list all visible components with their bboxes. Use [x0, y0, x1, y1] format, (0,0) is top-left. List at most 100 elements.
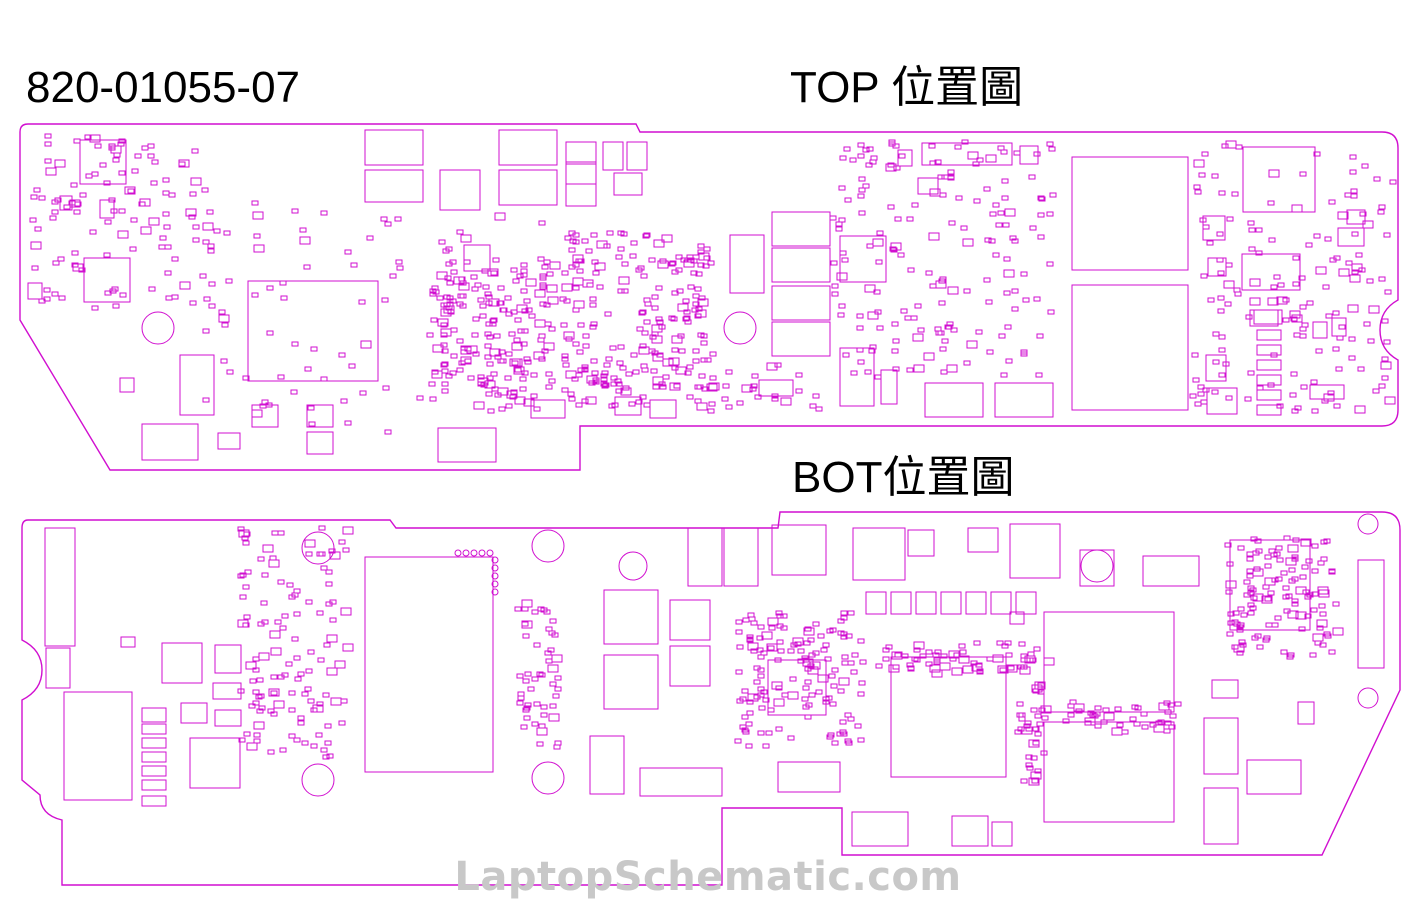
passive-component: [694, 286, 702, 292]
passive-component: [484, 354, 492, 360]
passive-component: [1324, 236, 1332, 242]
passive-component: [279, 625, 287, 631]
passive-component: [804, 626, 812, 632]
passive-component: [577, 258, 585, 264]
passive-component: [838, 303, 846, 309]
passive-component: [992, 654, 1004, 663]
passive-component: [257, 556, 265, 562]
passive-component: [148, 286, 156, 292]
passive-component: [1157, 719, 1165, 725]
passive-component: [839, 719, 847, 725]
passive-component: [1020, 778, 1028, 784]
passive-component: [1131, 704, 1139, 710]
passive-component: [524, 702, 532, 708]
passive-component: [1031, 726, 1039, 732]
ic-package: [603, 589, 659, 645]
passive-component: [1349, 154, 1357, 160]
passive-component: [288, 733, 296, 739]
passive-component: [1040, 750, 1048, 756]
passive-component: [277, 530, 285, 536]
passive-component: [837, 688, 845, 694]
passive-component: [543, 342, 555, 351]
passive-component: [830, 683, 838, 689]
passive-component: [622, 385, 630, 391]
passive-component: [514, 367, 522, 373]
passive-component: [683, 309, 691, 315]
passive-component: [577, 367, 585, 373]
passive-component: [490, 270, 498, 276]
passive-component: [651, 335, 663, 344]
passive-component: [572, 307, 580, 313]
passive-component: [1332, 601, 1340, 607]
passive-component: [1037, 234, 1045, 240]
passive-component: [436, 295, 444, 301]
passive-component: [953, 652, 961, 658]
passive-component: [251, 292, 259, 298]
passive-component: [237, 619, 249, 628]
passive-component: [207, 243, 215, 249]
passive-component: [226, 369, 234, 375]
passive-component: [307, 405, 315, 411]
passive-component: [1004, 324, 1012, 330]
passive-component: [299, 236, 311, 245]
passive-component: [1314, 640, 1322, 646]
passive-component: [140, 226, 152, 235]
passive-component: [1249, 278, 1261, 287]
passive-component: [30, 241, 42, 250]
passive-component: [825, 695, 833, 701]
passive-component: [301, 691, 309, 697]
passive-component: [1285, 557, 1297, 566]
passive-component: [815, 689, 823, 695]
passive-component: [572, 232, 580, 238]
passive-component: [872, 238, 884, 247]
passive-component: [831, 291, 839, 297]
passive-component: [847, 660, 855, 666]
passive-component: [1211, 173, 1219, 179]
passive-component: [358, 299, 366, 305]
passive-component: [537, 256, 545, 262]
passive-component: [973, 640, 981, 646]
passive-component: [293, 588, 301, 594]
passive-component: [700, 357, 708, 363]
passive-component: [1232, 610, 1240, 616]
passive-component: [1315, 348, 1323, 354]
ic-package: [771, 285, 831, 321]
passive-component: [616, 360, 624, 366]
passive-component: [1026, 765, 1034, 771]
passive-component: [441, 348, 449, 354]
passive-component: [963, 288, 971, 294]
passive-component: [801, 655, 809, 661]
passive-component: [1174, 701, 1182, 707]
passive-component: [568, 396, 576, 402]
passive-component: [348, 363, 356, 369]
passive-component: [1216, 257, 1224, 263]
passive-component: [1276, 296, 1288, 305]
passive-component: [546, 271, 554, 277]
passive-component: [643, 297, 651, 303]
passive-component: [530, 372, 538, 378]
passive-component: [1283, 535, 1291, 541]
ic-package: [729, 234, 765, 294]
passive-component: [875, 663, 883, 669]
passive-component: [520, 272, 528, 278]
passive-component: [857, 691, 865, 697]
passive-component: [775, 726, 783, 732]
passive-component: [741, 688, 749, 694]
passive-component: [252, 656, 260, 662]
passive-component: [49, 215, 57, 221]
passive-component: [653, 239, 665, 248]
passive-component: [1011, 306, 1019, 312]
passive-component: [649, 334, 657, 340]
ic-package: [1253, 309, 1283, 325]
ic-package: [141, 765, 167, 777]
passive-component: [1315, 266, 1327, 275]
passive-component: [947, 286, 959, 295]
passive-component: [1103, 712, 1115, 721]
passive-component: [288, 707, 296, 713]
passive-component: [548, 378, 556, 384]
passive-component: [671, 269, 679, 275]
passive-component: [639, 394, 647, 400]
passive-component: [127, 188, 135, 194]
passive-component: [490, 317, 498, 323]
passive-component: [541, 264, 549, 270]
